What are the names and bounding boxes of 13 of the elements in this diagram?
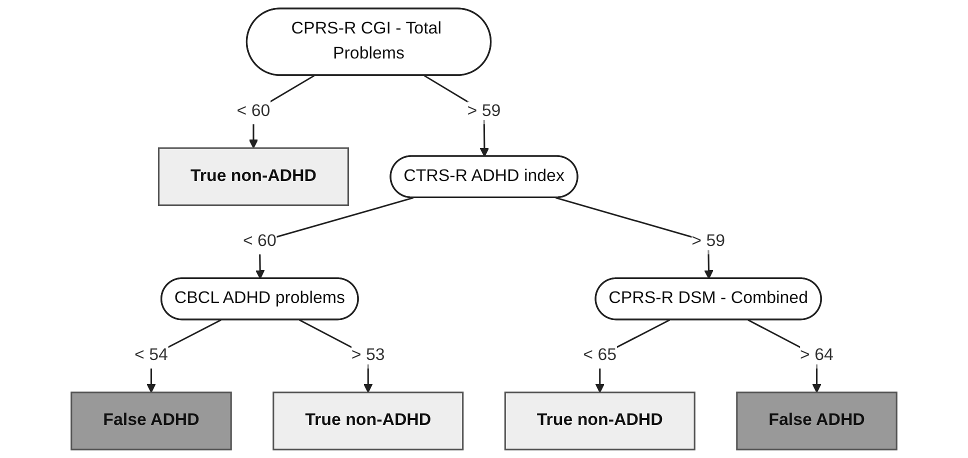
node-box: False ADHD (736, 392, 898, 450)
node-box: True non-ADHD (158, 147, 349, 206)
node-box: False ADHD (70, 392, 232, 450)
edge-label: > 64 (800, 346, 834, 364)
edge-label: > 59 (692, 232, 726, 250)
edge-label: < 54 (134, 346, 168, 364)
edge-label: < 65 (583, 346, 617, 364)
edge-label: > 53 (351, 346, 385, 364)
node-box: True non-ADHD (272, 392, 464, 450)
node-box: True non-ADHD (504, 392, 696, 450)
edge-label: < 60 (242, 232, 276, 250)
edge-label: > 59 (467, 102, 501, 120)
edge-label: < 60 (236, 102, 270, 120)
